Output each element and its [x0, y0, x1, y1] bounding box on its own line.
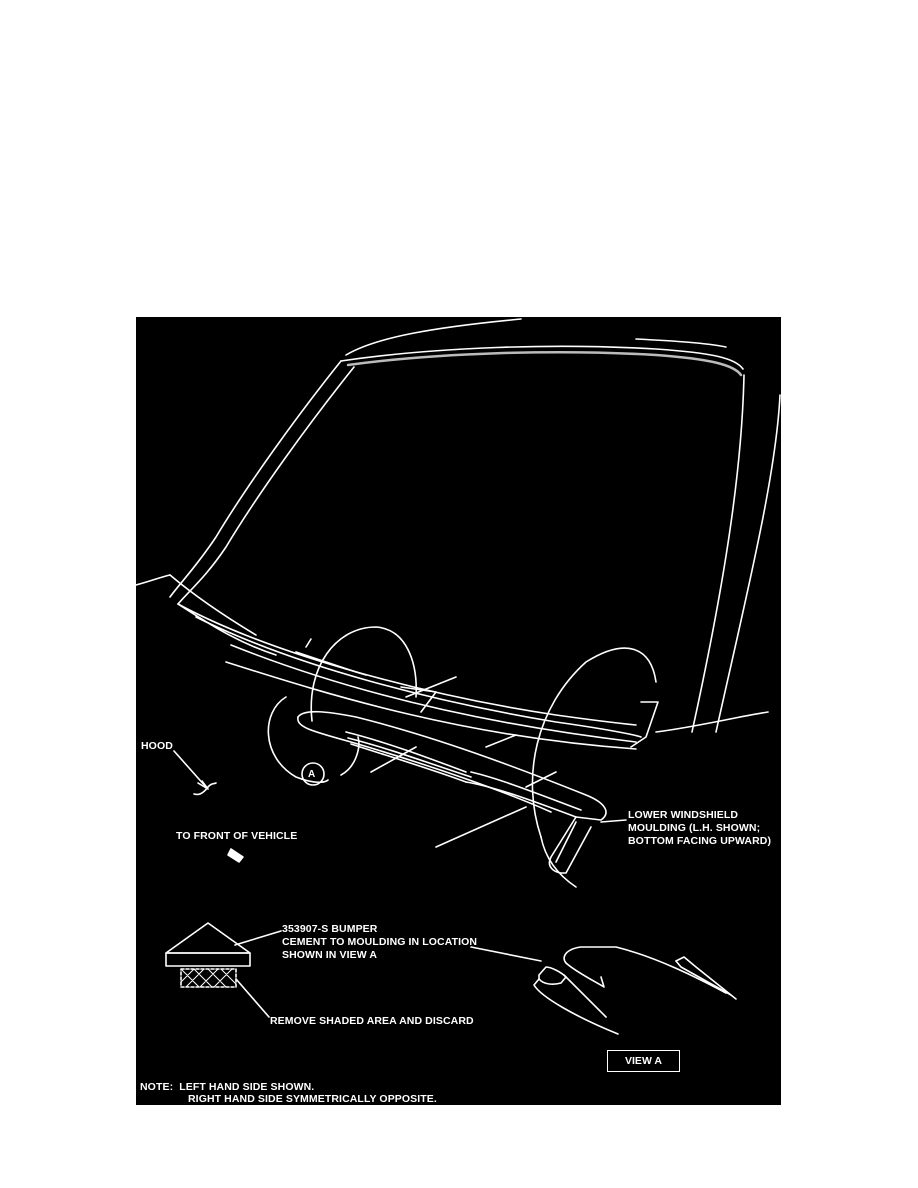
bumper-label-line: SHOWN IN VIEW A: [282, 949, 378, 961]
line-art: [136, 318, 781, 1035]
remove-shaded-area-label: REMOVE SHADED AREA AND DISCARD: [270, 1015, 474, 1027]
windshield-moulding-diagram: HOOD TO FRONT OF VEHICLE A LOWER WINDSHI…: [136, 317, 781, 1105]
note-line-1: NOTE: LEFT HAND SIDE SHOWN.: [140, 1081, 315, 1093]
moulding-label-line: BOTTOM FACING UPWARD): [628, 835, 772, 847]
view-a-box: VIEW A: [607, 1050, 680, 1072]
hood-label: HOOD: [141, 740, 173, 752]
view-a-callout-label: A: [308, 769, 316, 780]
bumper-label-line: CEMENT TO MOULDING IN LOCATION: [282, 936, 478, 948]
moulding-label: LOWER WINDSHIELD MOULDING (L.H. SHOWN; B…: [628, 809, 771, 848]
bumper-label: 353907-S BUMPER CEMENT TO MOULDING IN LO…: [282, 923, 477, 962]
bumper-label-line: 353907-S BUMPER: [282, 923, 378, 935]
moulding-label-line: MOULDING (L.H. SHOWN;: [628, 822, 761, 834]
note-line-2: RIGHT HAND SIDE SYMMETRICALLY OPPOSITE.: [188, 1093, 437, 1105]
moulding-label-line: LOWER WINDSHIELD: [628, 809, 739, 821]
to-front-of-vehicle-label: TO FRONT OF VEHICLE: [176, 830, 298, 842]
